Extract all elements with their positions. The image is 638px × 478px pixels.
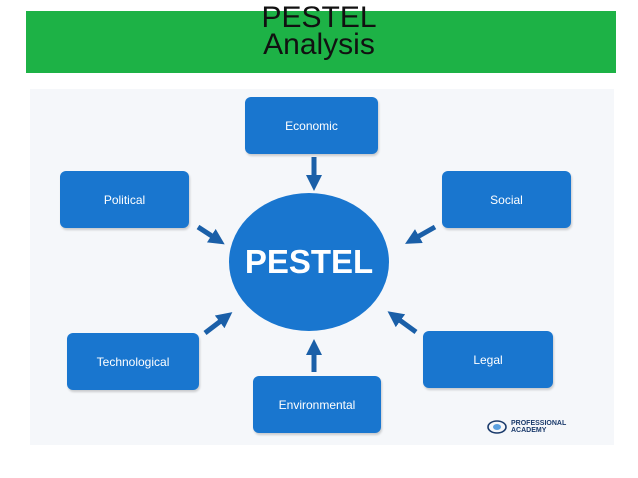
logo-line1: PROFESSIONAL — [511, 420, 567, 427]
node-economic: Economic — [245, 97, 378, 154]
arrow-legal — [387, 311, 418, 335]
node-environmental: Environmental — [253, 376, 381, 433]
academy-logo-icon — [487, 420, 507, 434]
slide-title-line1: PESTEL — [261, 1, 377, 34]
slide-title-line2: Analysis — [263, 28, 375, 61]
arrow-technological — [203, 312, 233, 335]
node-social: Social — [442, 171, 571, 228]
brand-logo: PROFESSIONAL ACADEMY — [487, 420, 566, 434]
node-political: Political — [60, 171, 189, 228]
center-node: PESTEL — [229, 193, 389, 331]
logo-line2: ACADEMY — [511, 427, 547, 434]
slide-title: PESTEL Analysis — [0, 1, 638, 61]
node-legal: Legal — [423, 331, 553, 388]
title-bar — [26, 11, 616, 73]
arrow-social — [405, 224, 437, 244]
arrow-political — [196, 224, 225, 245]
node-technological: Technological — [67, 333, 199, 390]
